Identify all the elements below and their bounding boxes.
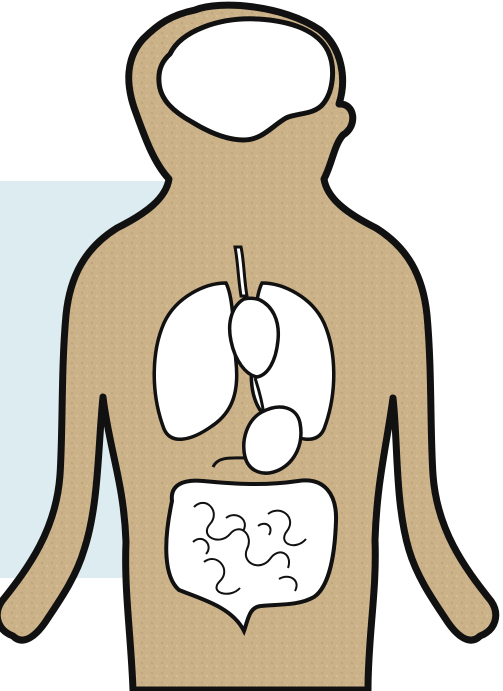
human-body-organs-illustration	[0, 0, 503, 691]
